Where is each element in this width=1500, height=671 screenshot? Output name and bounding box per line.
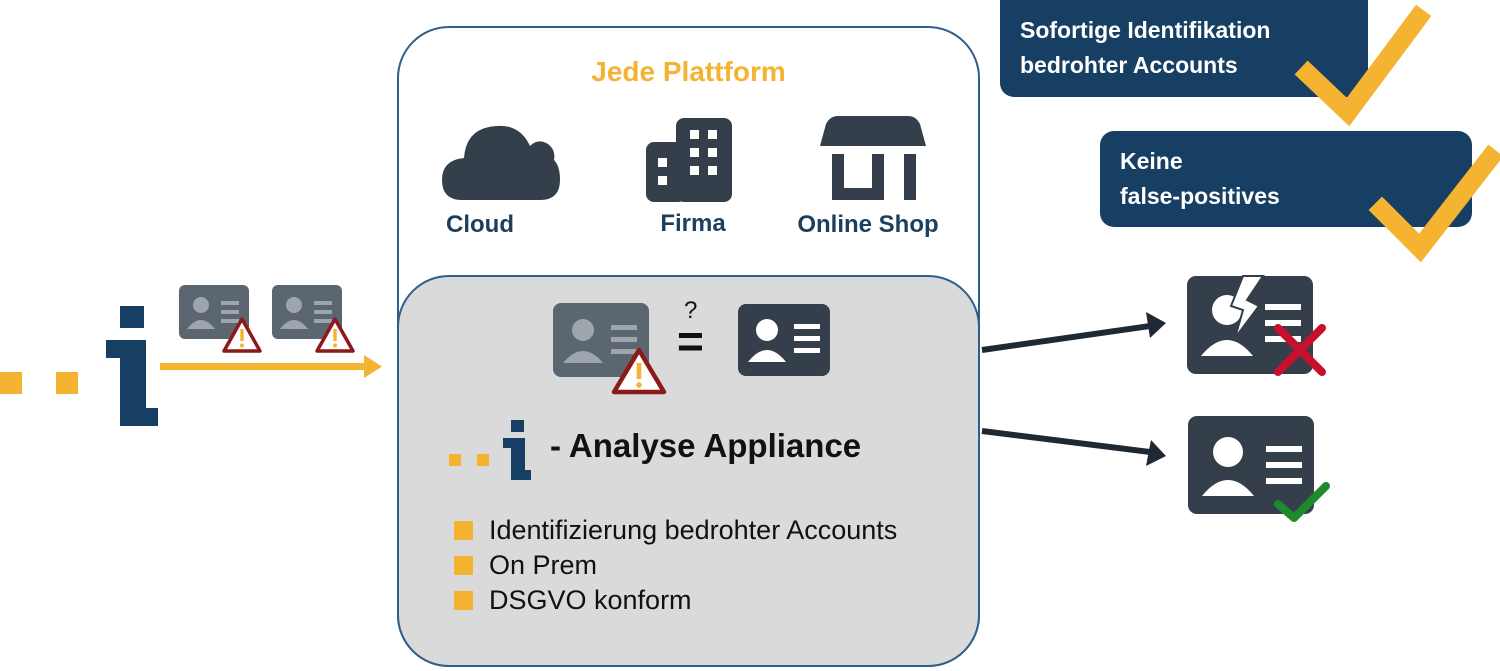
broken-id-card-icon xyxy=(1187,275,1313,374)
warning-icon xyxy=(222,317,262,353)
id-card-icon xyxy=(272,285,342,339)
checkmark-icon xyxy=(1274,482,1330,522)
callout-line: bedrohter Accounts xyxy=(1020,52,1238,78)
id-card-icon xyxy=(1188,416,1314,514)
appliance-title: - Analyse Appliance xyxy=(550,427,862,464)
bullet-text: DSGVO konform xyxy=(489,585,692,615)
building-icon xyxy=(646,118,732,202)
callout-line: Keine xyxy=(1120,148,1183,174)
bullet-square-icon xyxy=(454,556,473,575)
comparison-equals-sign: = xyxy=(677,315,704,367)
analyse-appliance-container xyxy=(397,275,980,667)
callout-line: Sofortige Identifikation xyxy=(1020,17,1271,43)
appliance-bullet: DSGVO konform xyxy=(454,585,692,616)
warning-icon xyxy=(611,347,667,395)
id-card-icon xyxy=(553,303,649,377)
incoming-arrow-icon xyxy=(160,355,382,378)
id-card-icon xyxy=(179,285,249,339)
cross-icon xyxy=(1274,324,1326,376)
bullet-text: Identifizierung bedrohter Accounts xyxy=(489,515,898,545)
arrow-icon xyxy=(981,312,1166,353)
appliance-logo-i-icon xyxy=(449,420,531,480)
arrow-icon xyxy=(981,428,1166,466)
cloud-icon xyxy=(442,125,560,200)
left-logo-i-icon xyxy=(0,306,158,426)
bullet-text: On Prem xyxy=(489,550,598,580)
callout-line: false-positives xyxy=(1120,183,1280,209)
appliance-bullet: Identifizierung bedrohter Accounts xyxy=(454,515,897,546)
appliance-bullet: On Prem xyxy=(454,550,597,581)
platform-label-firma: Firma xyxy=(660,210,726,237)
id-card-icon xyxy=(738,304,830,376)
warning-icon xyxy=(315,317,355,353)
platform-label-cloud: Cloud xyxy=(446,211,514,238)
output-arrows xyxy=(981,312,1166,466)
platform-label-online-shop: Online Shop xyxy=(797,211,939,238)
platform-title: Jede Plattform xyxy=(591,56,786,87)
comparison-question-mark: ? xyxy=(684,297,698,324)
checkmark-icon xyxy=(1294,4,1432,127)
bullet-square-icon xyxy=(454,521,473,540)
bullet-square-icon xyxy=(454,591,473,610)
checkmark-icon xyxy=(1368,144,1500,263)
shop-icon xyxy=(820,116,926,200)
callout-no-false-positives: Keine false-positives xyxy=(1100,131,1472,227)
